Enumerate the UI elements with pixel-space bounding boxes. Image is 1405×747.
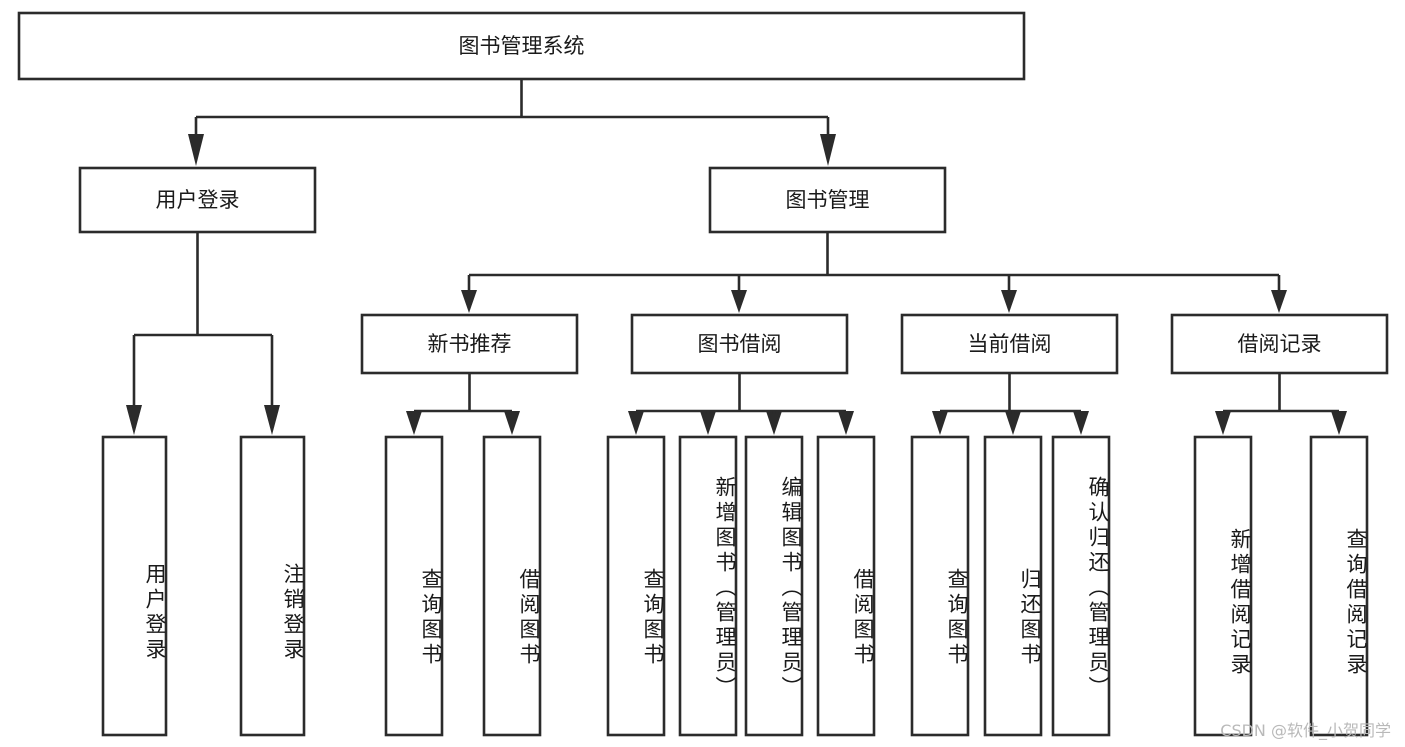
node-user-login-box[interactable]: [78, 166, 317, 234]
connector-group-borrow-record-to-leaves: [1215, 373, 1347, 435]
arrow-head-book-borrow: [731, 290, 747, 313]
connector-group-book-borrow-to-leaves: [628, 373, 854, 435]
node-leaf-bb-add-book-box[interactable]: [678, 435, 738, 737]
arrow-head-br-add-record: [1215, 411, 1231, 435]
arrow-head-leaf-logout: [264, 405, 280, 435]
node-leaf-user-login-box[interactable]: [101, 435, 168, 737]
node-current-borrow-box[interactable]: [900, 313, 1119, 375]
connector-group-book-manage-to-level3: [461, 232, 1287, 313]
node-leaf-bb-query-book-box[interactable]: [606, 435, 666, 737]
connector-group-current-borrow-to-leaves: [932, 373, 1089, 435]
node-new-book-recommend-label: 新书推荐: [428, 332, 512, 356]
node-book-borrow[interactable]: 图书借阅: [630, 313, 849, 375]
node-leaf-bb-borrow-book-box[interactable]: [816, 435, 876, 737]
node-leaf-cb-query-book-box[interactable]: [910, 435, 970, 737]
node-root-box[interactable]: [17, 11, 1026, 81]
connector-group-root-to-level2: [188, 79, 836, 166]
node-root-label: 图书管理系统: [459, 34, 585, 58]
node-current-borrow[interactable]: 当前借阅: [900, 313, 1119, 375]
node-leaf-br-query-record-box[interactable]: [1309, 435, 1369, 737]
arrow-head-cb-query-book: [932, 411, 948, 435]
arrow-head-cb-confirm-return: [1073, 411, 1089, 435]
node-leaf-bb-edit-book-box[interactable]: [744, 435, 804, 737]
node-borrow-record-box[interactable]: [1170, 313, 1389, 375]
node-leaf-cb-confirm-return-box[interactable]: [1051, 435, 1111, 737]
arrow-head-bb-borrow-book: [838, 411, 854, 435]
node-book-manage-label: 图书管理: [786, 188, 870, 212]
arrow-head-book-manage: [820, 134, 836, 166]
arrow-head-new-book: [461, 290, 477, 313]
arrow-head-cb-return-book: [1005, 411, 1021, 435]
arrow-head-borrow-record: [1271, 290, 1287, 313]
arrow-head-bb-add-book: [700, 411, 716, 435]
connector-group-user-login-to-leaves: [126, 232, 280, 435]
arrow-head-nb-query-book: [406, 411, 422, 435]
node-leaf-nb-borrow-book-box[interactable]: [482, 435, 542, 737]
node-leaf-br-add-record-box[interactable]: [1193, 435, 1253, 737]
node-leaf-cb-return-book-box[interactable]: [983, 435, 1043, 737]
arrow-head-leaf-user-login: [126, 405, 142, 435]
node-book-manage[interactable]: 图书管理: [708, 166, 947, 234]
node-leaf-logout-box[interactable]: [239, 435, 306, 737]
node-book-borrow-label: 图书借阅: [698, 332, 782, 356]
arrow-head-br-query-record: [1331, 411, 1347, 435]
node-new-book-recommend-box[interactable]: [360, 313, 579, 375]
node-borrow-record[interactable]: 借阅记录: [1170, 313, 1389, 375]
watermark-text: CSDN @软件_小贺同学: [1220, 721, 1391, 740]
node-current-borrow-label: 当前借阅: [968, 332, 1052, 356]
arrow-head-nb-borrow-book: [504, 411, 520, 435]
connector-group-new-book-to-leaves: [406, 373, 520, 435]
arrow-head-bb-edit-book: [766, 411, 782, 435]
node-book-borrow-box[interactable]: [630, 313, 849, 375]
arrow-head-current-borrow: [1001, 290, 1017, 313]
arrow-head-user-login: [188, 134, 204, 166]
node-user-login-label: 用户登录: [156, 188, 240, 212]
node-borrow-record-label: 借阅记录: [1238, 332, 1322, 356]
node-root[interactable]: 图书管理系统: [17, 11, 1026, 81]
node-book-manage-box[interactable]: [708, 166, 947, 234]
node-new-book-recommend[interactable]: 新书推荐: [360, 313, 579, 375]
arrow-head-bb-query-book: [628, 411, 644, 435]
node-user-login[interactable]: 用户登录: [78, 166, 317, 234]
node-leaf-nb-query-book-box[interactable]: [384, 435, 444, 737]
